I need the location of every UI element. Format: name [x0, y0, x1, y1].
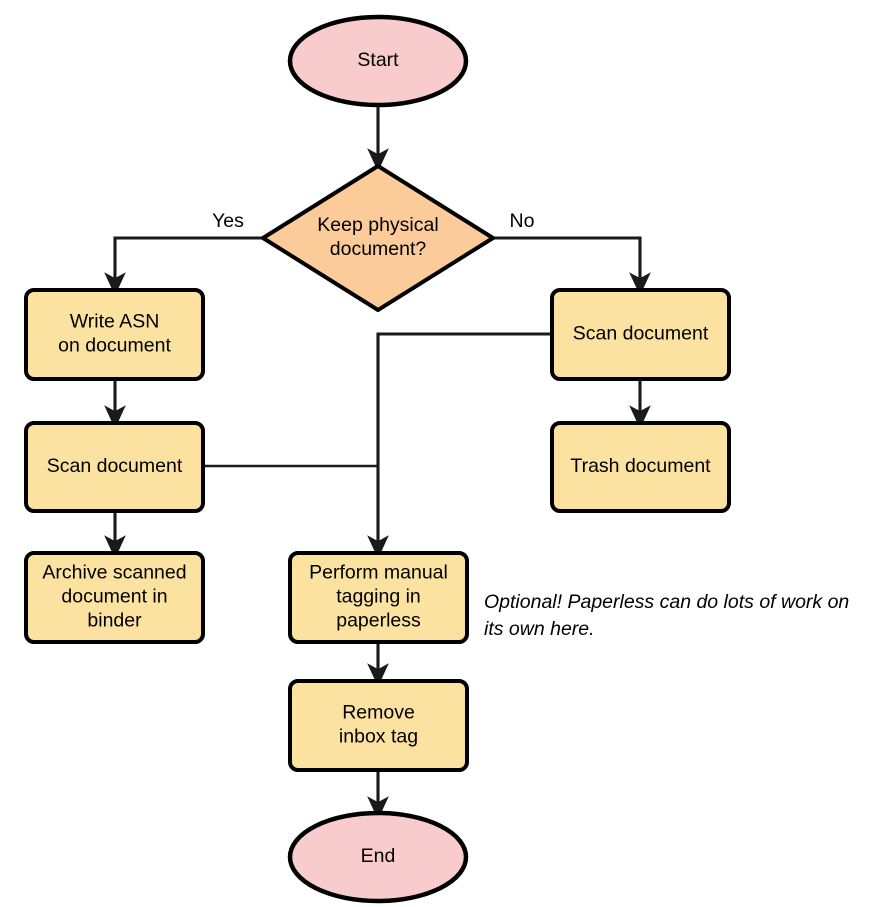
node-label-end: End [361, 845, 396, 867]
node-label-scan-document-left: Scan document [47, 455, 183, 477]
edge-scan-right-to-tagging [367, 332, 552, 559]
annotations-layer: Optional! Paperless can do lots of work … [484, 591, 849, 640]
node-label-scan-document-right: Scan document [573, 323, 709, 345]
edge-label-label-yes: Yes [212, 210, 244, 232]
node-shape-scan-document-right [550, 288, 731, 381]
node-shape-trash-document [550, 421, 731, 513]
node-end[interactable]: End [287, 810, 469, 904]
node-shape-start [287, 14, 469, 108]
node-scan-document-left[interactable]: Scan document [24, 421, 205, 513]
edge-decision-yes [104, 236, 263, 296]
node-shape-end [287, 810, 469, 904]
edge-label-label-no: No [510, 210, 535, 232]
node-trash-document[interactable]: Trash document [550, 421, 731, 513]
node-shape-remove-inbox-tag [288, 679, 469, 772]
node-shape-scan-document-left [24, 421, 205, 513]
node-scan-document-right[interactable]: Scan document [550, 288, 731, 381]
node-start[interactable]: Start [287, 14, 469, 108]
node-label-start: Start [357, 49, 399, 71]
node-shape-archive-binder [24, 551, 205, 644]
node-shape-keep-physical [261, 164, 495, 312]
node-label-trash-document: Trash document [570, 455, 711, 477]
edge-decision-no [493, 236, 651, 296]
annotation-optional-note: Optional! Paperless can do lots of work … [484, 591, 849, 640]
edge-labels-layer: Yes No [212, 210, 535, 232]
edges-layer [104, 105, 651, 820]
node-shape-write-asn [24, 288, 205, 381]
node-shape-manual-tagging [288, 551, 469, 644]
